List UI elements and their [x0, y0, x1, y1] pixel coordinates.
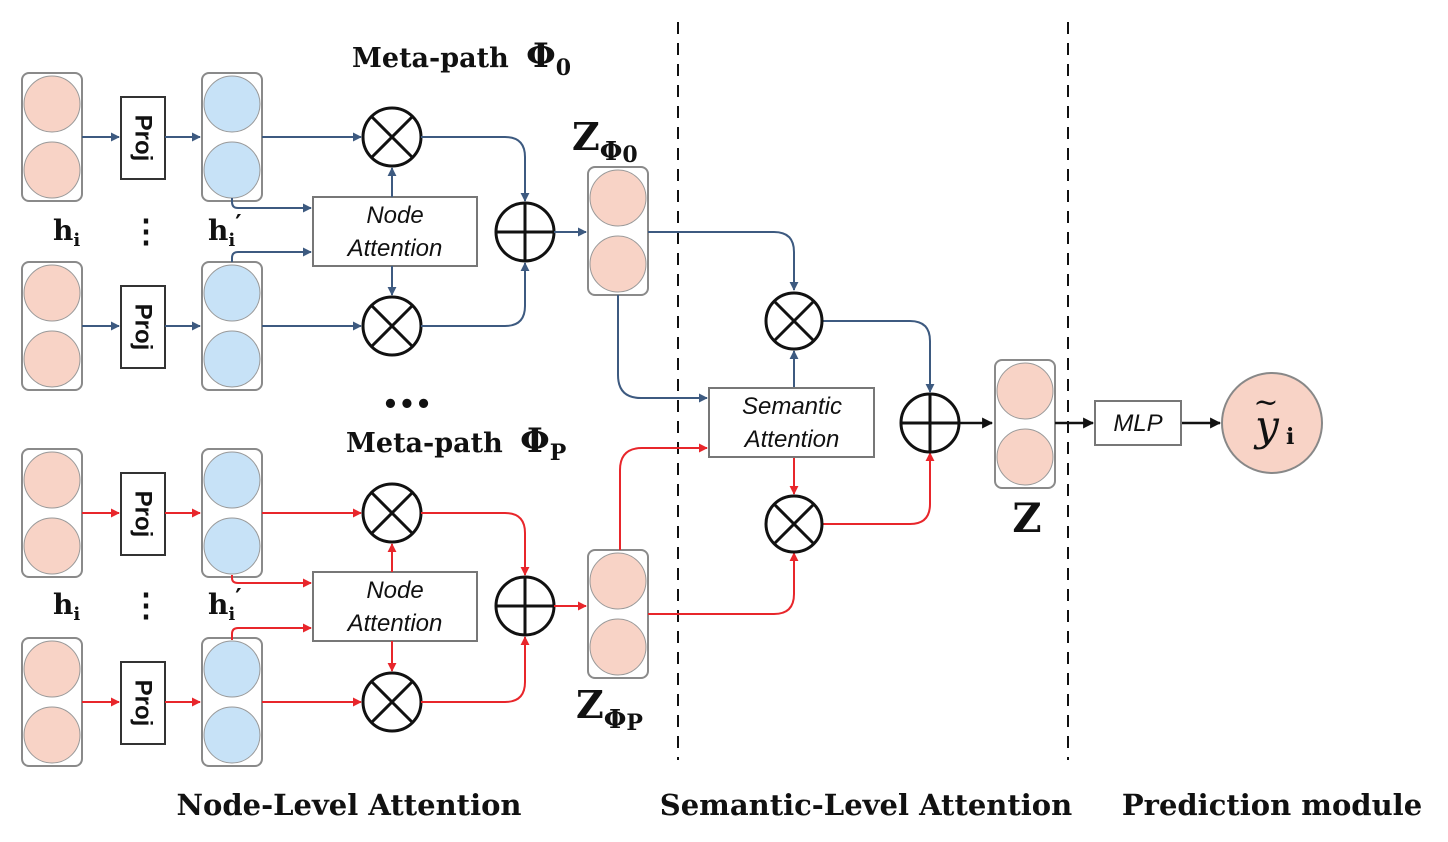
top-blue-connections: [82, 132, 935, 403]
svg-text:Proj: Proj: [130, 304, 157, 351]
node-attention-box: Node Attention: [312, 196, 478, 267]
add-icon: [494, 201, 556, 263]
svg-text:i: i: [1286, 424, 1294, 450]
svg-text:MLP: MLP: [1113, 410, 1162, 437]
svg-text:Attention: Attention: [346, 610, 443, 637]
input-node-column: [21, 261, 83, 391]
output-prediction-node: y ~ i: [1221, 372, 1323, 474]
meta-path-bottom-label: Meta-path ΦP: [346, 421, 566, 466]
section-node-level-label: Node-Level Attention: [176, 788, 521, 822]
svg-text:Node: Node: [366, 202, 423, 229]
meta-path-top-label: Meta-path Φ0: [352, 36, 571, 81]
multiply-icon: [764, 291, 824, 351]
input-node-column: [21, 72, 83, 202]
section-prediction-label: Prediction module: [1122, 788, 1422, 822]
vertical-ellipsis: ⋮: [130, 212, 162, 250]
proj-box: Proj: [120, 661, 166, 745]
h-i-prime-label: hi′: [208, 209, 242, 251]
middle-ellipsis: •••: [382, 390, 432, 420]
bottom-red-connections: [82, 443, 935, 707]
svg-text:Node: Node: [366, 577, 423, 604]
projected-node-column: [201, 448, 263, 578]
proj-box: Proj: [120, 472, 166, 556]
multiply-icon: [764, 494, 824, 554]
multiply-icon: [361, 106, 423, 168]
input-node-column: [21, 448, 83, 578]
projected-node-column: [201, 72, 263, 202]
semantic-attention-box: Semantic Attention: [708, 387, 875, 458]
add-icon: [494, 575, 556, 637]
multiply-icon: [361, 482, 423, 544]
multiply-icon: [361, 295, 423, 357]
z-phi0-column: [587, 166, 649, 296]
projected-node-column: [201, 261, 263, 391]
svg-text:~: ~: [1253, 385, 1278, 420]
z-phip-label: ZΦP: [576, 682, 643, 736]
multiply-icon: [361, 671, 423, 733]
vertical-ellipsis: ⋮: [130, 586, 162, 624]
node-attention-box: Node Attention: [312, 571, 478, 642]
svg-text:Proj: Proj: [130, 680, 157, 727]
mlp-box: MLP: [1094, 400, 1182, 446]
projected-node-column: [201, 637, 263, 767]
proj-box: Proj: [120, 285, 166, 369]
input-node-column: [21, 637, 83, 767]
svg-text:Proj: Proj: [130, 115, 157, 162]
h-i-prime-label: hi′: [208, 583, 242, 625]
svg-text:Semantic: Semantic: [742, 393, 842, 420]
h-i-label: hi: [53, 588, 80, 625]
z-column: [994, 359, 1056, 489]
svg-text:Proj: Proj: [130, 491, 157, 538]
svg-text:Attention: Attention: [346, 235, 443, 262]
z-label: Z: [1012, 495, 1041, 542]
z-phi0-label: ZΦ0: [572, 114, 638, 168]
h-i-label: hi: [53, 214, 80, 251]
svg-text:Attention: Attention: [743, 426, 840, 453]
add-icon: [899, 392, 961, 454]
section-semantic-level-label: Semantic-Level Attention: [660, 788, 1072, 822]
proj-box: Proj: [120, 96, 166, 180]
svg-text:y: y: [1253, 401, 1280, 450]
z-phip-column: [587, 549, 649, 679]
